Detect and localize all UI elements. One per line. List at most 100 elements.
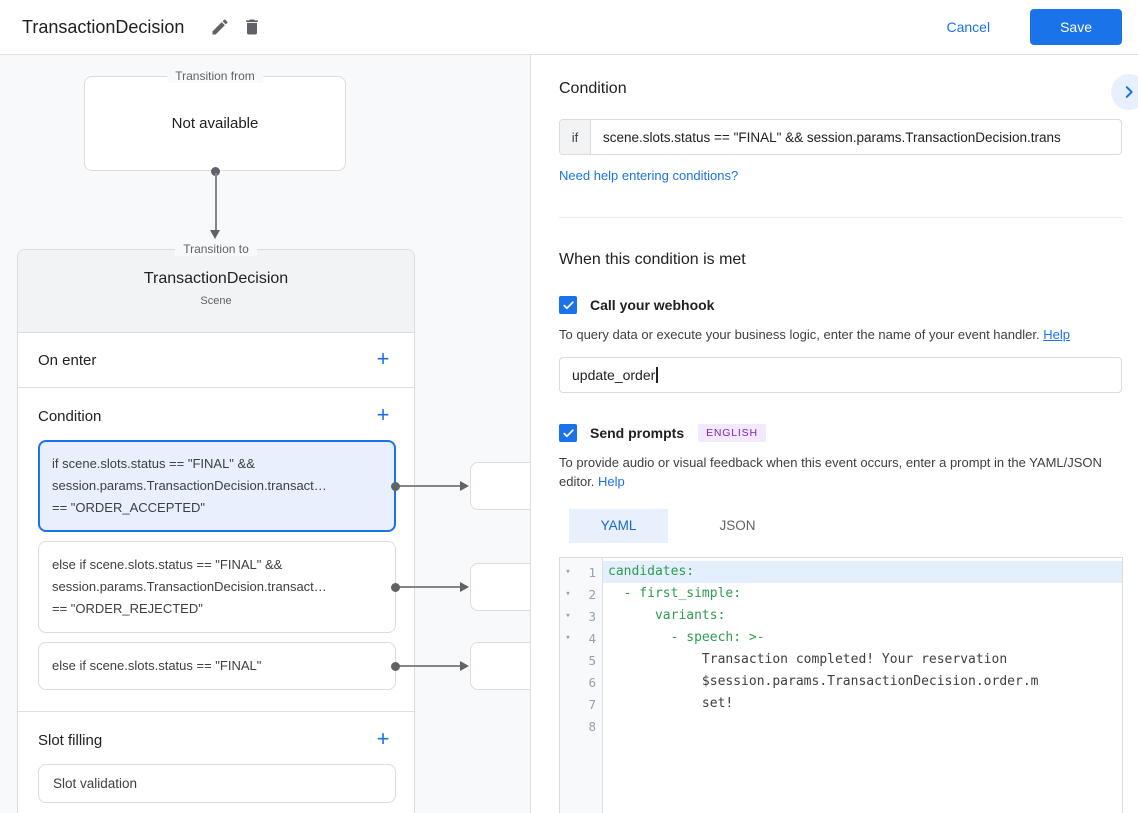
editor-line[interactable]: 6 $session.params.TransactionDecision.or…: [560, 671, 1122, 693]
fold-toggle-icon[interactable]: ▾: [565, 589, 571, 599]
transition-from-content: Not available: [171, 115, 259, 132]
condition-expression-row: if scene.slots.status == "FINAL" && sess…: [559, 119, 1122, 155]
yaml-code-editor[interactable]: ▾ 1 candidates: ▾ 2 - first_simple: ▾3 varian…: [559, 557, 1123, 813]
connector-line: [396, 586, 460, 588]
fold-toggle-icon[interactable]: ▾: [565, 633, 571, 643]
fold-toggle-icon[interactable]: ▾: [565, 567, 571, 577]
flow-canvas: Transition from Not available Transition…: [0, 55, 530, 813]
condition-card[interactable]: if scene.slots.status == "FINAL" &&sessi…: [38, 440, 396, 532]
slot-validation-card[interactable]: Slot validation: [38, 764, 396, 803]
editor-line[interactable]: ▾ 4 - speech: >-: [560, 627, 1122, 649]
transition-from-legend: Transition from: [167, 69, 263, 83]
pencil-icon: [212, 19, 228, 35]
condition-card-line: session.params.TransactionDecision.trans…: [52, 478, 327, 493]
prompts-checkbox[interactable]: [559, 424, 577, 442]
code-text: [603, 715, 1122, 737]
code-text: Transaction completed! Your reservation: [608, 652, 1008, 667]
transition-to-legend: Transition to: [175, 242, 257, 256]
cancel-button[interactable]: Cancel: [930, 11, 1006, 43]
prompts-help-link[interactable]: Help: [598, 474, 625, 489]
connector-dot[interactable]: [391, 582, 400, 592]
tab-json[interactable]: JSON: [719, 518, 756, 533]
condition-card-line: session.params.TransactionDecision.trans…: [52, 579, 327, 594]
add-on-enter-button[interactable]: +: [376, 346, 390, 371]
condition-card-line: else if scene.slots.status == "FINAL": [52, 658, 262, 673]
condition-editor-panel: Condition if scene.slots.status == "FINA…: [530, 55, 1138, 813]
editor-line[interactable]: 7 set!: [560, 693, 1122, 715]
connector-arrowhead-icon: [460, 581, 469, 592]
webhook-handler-input[interactable]: update_order: [559, 357, 1122, 393]
add-slot-button[interactable]: +: [376, 726, 390, 751]
webhook-handler-value: update_order: [572, 367, 656, 383]
add-condition-button[interactable]: +: [376, 402, 390, 427]
checkmark-icon: [562, 428, 574, 437]
transition-connector-line: [215, 173, 217, 231]
editor-line[interactable]: ▾ 2 - first_simple:: [560, 583, 1122, 605]
slot-filling-label: Slot filling: [38, 731, 103, 749]
checkmark-icon: [562, 300, 574, 309]
editor-line[interactable]: 8: [560, 715, 1122, 737]
slot-filling-section: Slot filling + Slot validation: [18, 712, 414, 803]
editor-line[interactable]: 5 Transaction completed! Your reservatio…: [560, 649, 1122, 671]
code-text: - speech: >-: [608, 630, 765, 645]
webhook-checkbox[interactable]: [559, 296, 577, 314]
connector-arrowhead-icon: [460, 480, 469, 491]
condition-help-link[interactable]: Need help entering conditions?: [559, 168, 739, 183]
line-number: 2: [588, 586, 596, 602]
condition-heading: Condition: [559, 80, 627, 97]
slot-filling-header: Slot filling +: [18, 712, 414, 764]
line-number: 8: [588, 718, 596, 734]
condition-expression-section: Condition if scene.slots.status == "FINA…: [559, 55, 1122, 218]
editor-line[interactable]: ▾ 1 candidates:: [560, 561, 1122, 583]
transition-target-box[interactable]: [470, 642, 530, 690]
condition-card-line: == "ORDER_ACCEPTED": [52, 500, 205, 515]
connector-dot[interactable]: [391, 661, 400, 671]
webhook-checkbox-row: Call your webhook: [559, 296, 1122, 314]
connector-arrowhead-icon: [460, 660, 469, 671]
scene-title: TransactionDecision: [143, 270, 289, 287]
transition-arrowhead-icon: [210, 230, 220, 239]
condition-section-header: Condition +: [18, 388, 414, 440]
connector-line: [396, 665, 460, 667]
transition-connector-dot[interactable]: [211, 167, 220, 176]
tab-yaml[interactable]: YAML: [569, 509, 668, 543]
code-text: variants:: [608, 608, 726, 623]
chevron-right-icon: [1125, 86, 1133, 98]
collapse-panel-button[interactable]: [1111, 74, 1138, 110]
text-caret: [656, 367, 658, 383]
webhook-help-link[interactable]: Help: [1043, 327, 1070, 342]
editor-line[interactable]: ▾3 variants:: [560, 605, 1122, 627]
connector-dot[interactable]: [391, 481, 400, 491]
condition-expression-input[interactable]: scene.slots.status == "FINAL" && session…: [603, 129, 1061, 145]
prompts-description: To provide audio or visual feedback when…: [559, 453, 1119, 491]
code-text: candidates:: [603, 561, 1122, 583]
line-number: 7: [588, 696, 596, 712]
editor-tabs: YAML JSON: [569, 509, 1122, 543]
delete-icon[interactable]: [236, 11, 268, 43]
transition-target-box[interactable]: [470, 563, 530, 611]
scene-header: TransactionDecision Scene: [18, 250, 414, 333]
line-number: 4: [588, 630, 596, 646]
transition-target-box[interactable]: [470, 462, 530, 510]
save-button[interactable]: Save: [1030, 9, 1122, 45]
condition-card[interactable]: else if scene.slots.status == "FINAL" &&…: [38, 541, 396, 633]
condition-card[interactable]: else if scene.slots.status == "FINAL": [38, 642, 396, 690]
on-enter-label: On enter: [38, 351, 97, 369]
condition-card-line: else if scene.slots.status == "FINAL" &&: [52, 557, 283, 572]
line-number: 1: [588, 564, 596, 580]
edit-icon[interactable]: [204, 11, 236, 43]
condition-cards: if scene.slots.status == "FINAL" &&sessi…: [18, 440, 414, 711]
code-text: - first_simple:: [608, 586, 742, 601]
connector-line: [396, 485, 460, 487]
fold-toggle-icon[interactable]: ▾: [565, 611, 571, 621]
when-condition-heading: When this condition is met: [559, 251, 746, 268]
slot-validation-label: Slot validation: [53, 776, 138, 791]
scene-subtitle: Scene: [200, 295, 232, 307]
webhook-description: To query data or execute your business l…: [559, 325, 1119, 344]
on-enter-section: On enter +: [18, 333, 414, 388]
page-title: TransactionDecision: [22, 16, 185, 37]
editor-lines: ▾ 1 candidates: ▾ 2 - first_simple: ▾3 varian…: [560, 561, 1122, 737]
language-badge: ENGLISH: [698, 424, 766, 442]
prompts-description-text: To provide audio or visual feedback when…: [559, 455, 1102, 489]
